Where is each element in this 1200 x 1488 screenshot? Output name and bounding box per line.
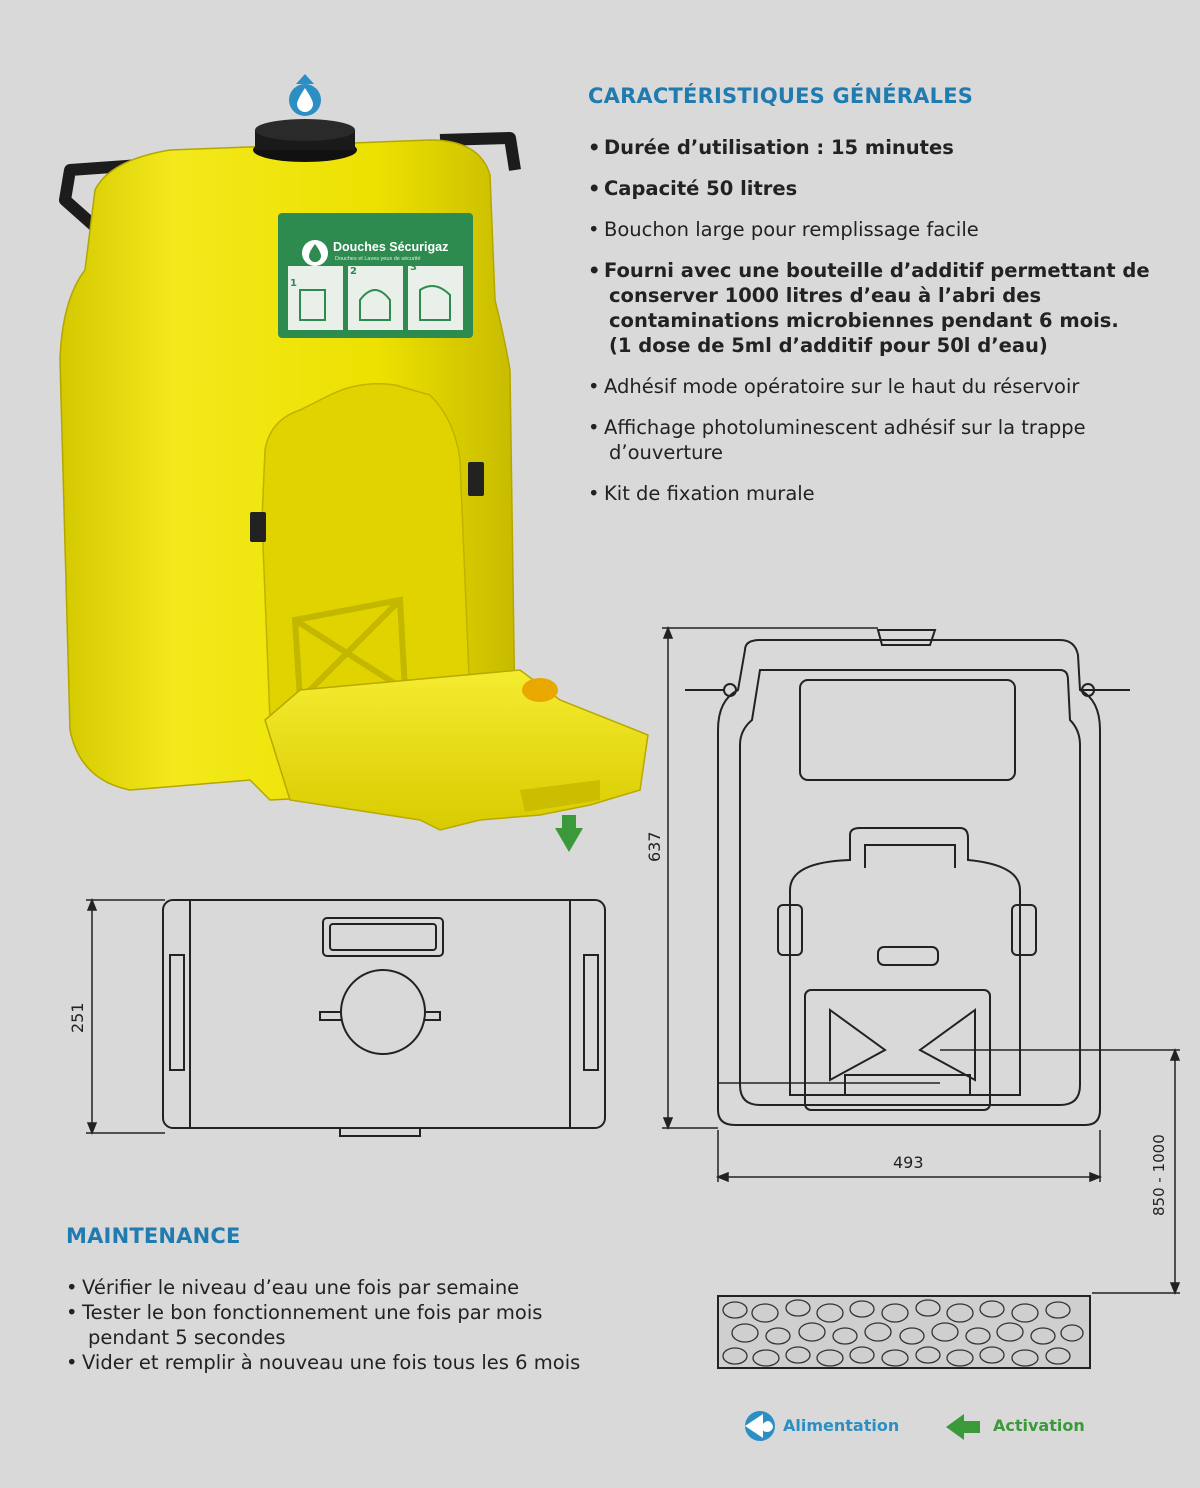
latch-right — [468, 462, 484, 496]
label-step-1: 1 — [290, 278, 297, 289]
legend-activation-label: Activation — [993, 1416, 1085, 1435]
dimension-width-label: 493 — [893, 1153, 924, 1172]
dimension-mount-height-label: 850 - 1000 — [1150, 1134, 1168, 1216]
label-step-3: 3 — [410, 262, 417, 273]
label-step-2: 2 — [350, 266, 357, 277]
label-subtitle: Douches et Laves yeux de sécurité — [335, 256, 421, 262]
dimension-lines — [86, 625, 1181, 1296]
features-title: CARACTÉRISTIQUES GÉNÉRALES — [588, 84, 974, 108]
supply-legend-icon — [745, 1411, 775, 1441]
feature-item: Kit de fixation murale — [588, 481, 1168, 506]
dimension-height-label: 637 — [645, 831, 664, 862]
top-view-drawing — [162, 899, 606, 1137]
gravel-floor — [717, 1295, 1091, 1369]
maintenance-title: MAINTENANCE — [66, 1224, 241, 1248]
features-list: Durée d’utilisation : 15 minutes Capacit… — [588, 135, 1168, 522]
feature-item: Adhésif mode opératoire sur le haut du r… — [588, 374, 1168, 399]
feature-item: Durée d’utilisation : 15 minutes — [588, 135, 1168, 160]
maintenance-item: Tester le bon fonctionnement une fois pa… — [66, 1300, 646, 1350]
front-elevation-drawing — [685, 629, 1130, 1126]
supply-marker — [289, 74, 321, 116]
dimension-depth-label: 251 — [68, 1002, 87, 1033]
maintenance-item: Vider et remplir à nouveau une fois tous… — [66, 1350, 646, 1375]
maintenance-item: Vérifier le niveau d’eau une fois par se… — [66, 1275, 646, 1300]
tank-handle-right — [439, 132, 521, 171]
feature-item: Affichage photoluminescent adhésif sur l… — [588, 415, 1168, 465]
tank-front-recess — [261, 383, 471, 721]
eyewash-tray — [264, 669, 649, 831]
feature-item: Bouchon large pour remplissage facile — [588, 217, 1168, 242]
feature-item: Capacité 50 litres — [588, 176, 1168, 201]
operating-instructions-label — [278, 213, 473, 338]
label-brand: Douches Sécurigaz — [333, 240, 449, 254]
latch-left — [250, 512, 266, 542]
activation-legend-icon — [946, 1414, 980, 1440]
maintenance-list: Vérifier le niveau d’eau une fois par se… — [66, 1275, 646, 1375]
legend-supply-label: Alimentation — [783, 1416, 900, 1435]
activation-marker — [555, 815, 583, 852]
filler-cap — [253, 108, 357, 162]
feature-item: Fourni avec une bouteille d’additif perm… — [588, 258, 1168, 358]
tray-button — [522, 678, 558, 702]
